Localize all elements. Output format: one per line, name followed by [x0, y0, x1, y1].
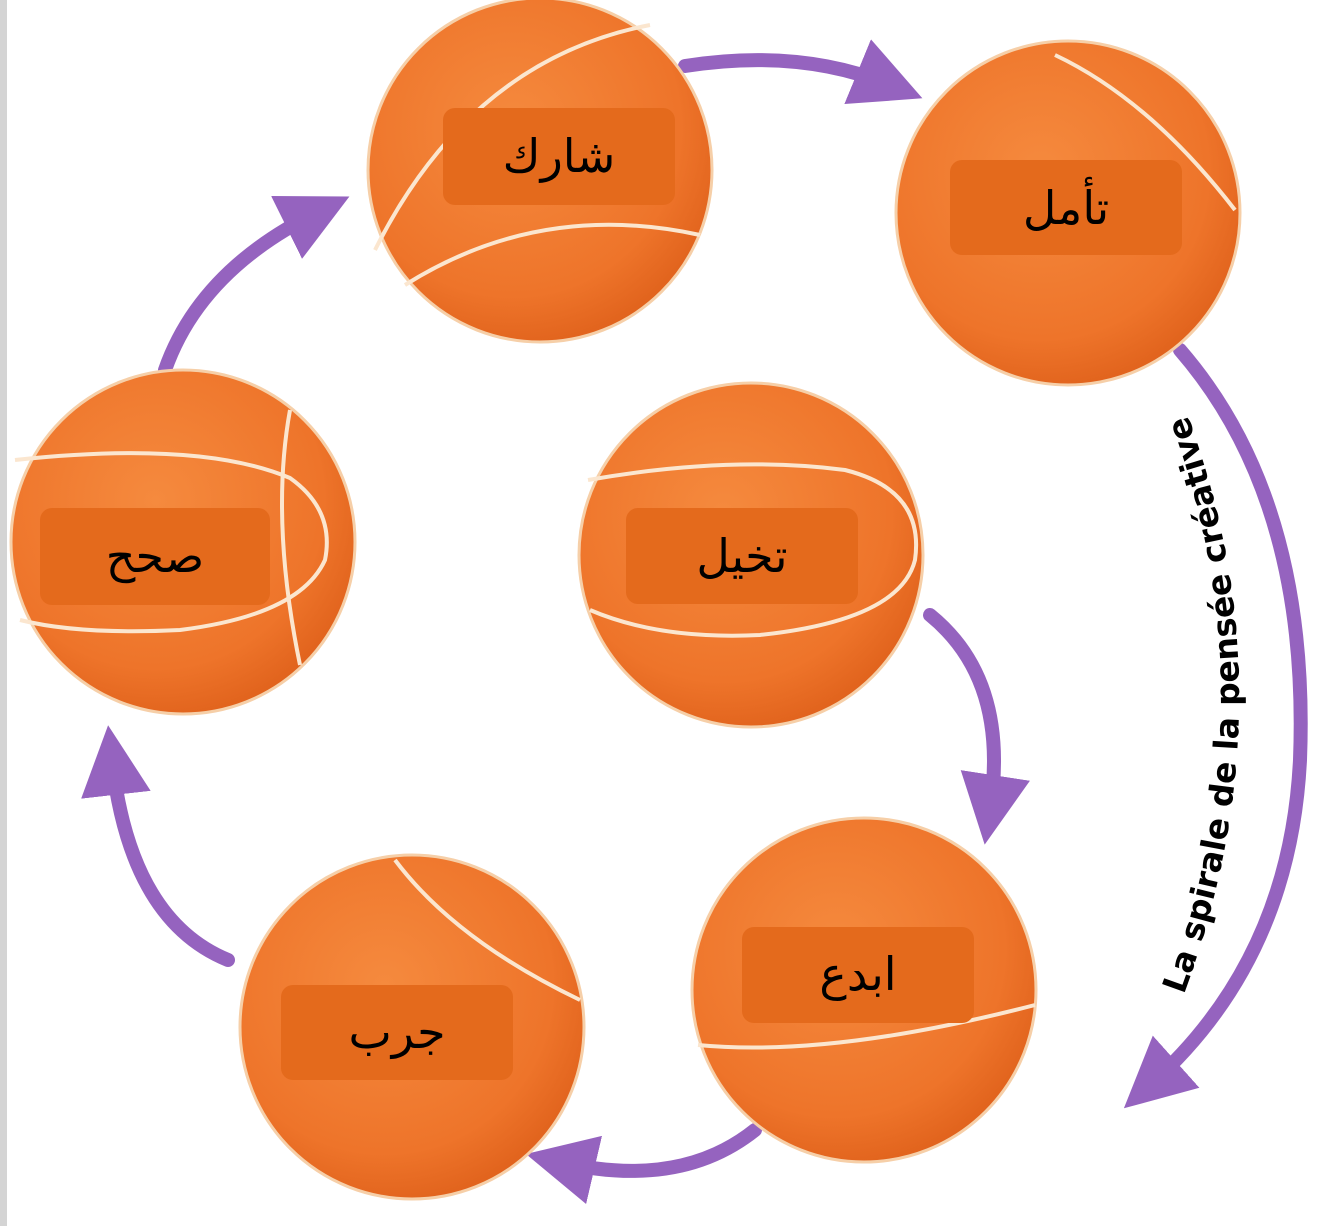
ball-reflect-label-box [950, 160, 1182, 255]
left-border [0, 0, 7, 1226]
step-label-create: ابدع [819, 947, 896, 1001]
arrow-correct-to-share [158, 196, 350, 377]
ball-share-seams [373, 23, 701, 287]
arrow-try-to-correct [81, 725, 235, 967]
ball-reflect-seams [1054, 53, 1237, 212]
step-label-share: شارك [503, 129, 616, 183]
ball-imagine-label-box [626, 508, 858, 604]
spiral-caption-text: La spirale de la pensée créative [1155, 412, 1248, 997]
arrow-share-to-reflect [678, 39, 923, 105]
ball-correct: صحح [9, 368, 357, 716]
step-label-imagine: تخيل [696, 529, 787, 583]
ball-share: شارك [366, 0, 714, 344]
arrow-reflect-spiral [1123, 343, 1308, 1109]
ball-imagine-seams [587, 462, 919, 638]
arrow-create-to-try [525, 1123, 762, 1205]
ball-create: ابدع [690, 816, 1038, 1164]
ball-create-label-box [742, 927, 974, 1023]
step-label-try: جرب [348, 1005, 445, 1060]
ball-share-label-box [443, 108, 675, 205]
ball-imagine: تخيل [577, 381, 925, 729]
step-label-correct: صحح [106, 529, 204, 583]
arrow-imagine-to-create [923, 608, 1030, 845]
step-label-reflect: تأمل [1023, 176, 1109, 235]
ball-reflect: تأمل [894, 39, 1242, 387]
ball-create-seams [697, 1003, 1036, 1050]
spiral-caption: La spirale de la pensée créative [1155, 412, 1248, 997]
ball-correct-label-box [40, 508, 270, 605]
ball-try-seams [393, 858, 581, 1002]
ball-correct-seams [14, 409, 329, 666]
cycle-arrows [81, 39, 1308, 1205]
ball-try: جرب [238, 853, 586, 1201]
ball-try-label-box [281, 985, 513, 1080]
